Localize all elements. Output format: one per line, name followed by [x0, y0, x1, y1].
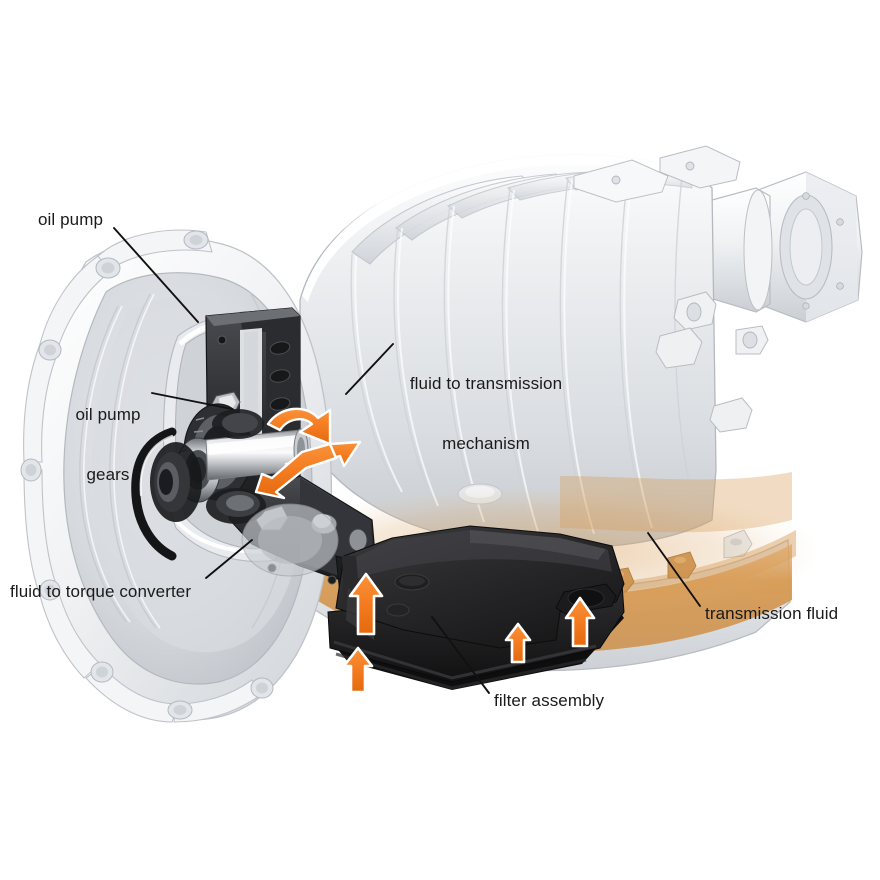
- leader-lines: [113, 227, 701, 694]
- leader-filter-assembly: [431, 616, 490, 694]
- label-fluid-mech-line2: mechanism: [442, 434, 530, 453]
- case-bosses: [573, 145, 741, 203]
- filter-intake-arrow-3: [504, 622, 532, 664]
- converter-hub: [150, 442, 202, 522]
- leader-fluid-to-transmission-mechanism: [345, 343, 394, 395]
- label-oil-pump-gears-line2: gears: [86, 465, 130, 484]
- label-fluid-to-transmission-mechanism: fluid to transmission mechanism: [398, 334, 574, 494]
- filter-intake-arrow-1: [348, 572, 384, 636]
- label-fluid-to-torque-converter: fluid to torque converter: [10, 582, 192, 601]
- leader-oil-pump-gears: [151, 392, 233, 410]
- filter-intake-arrow-4: [564, 596, 596, 648]
- label-oil-pump: oil pump: [38, 210, 104, 229]
- seal-rings-top: [212, 409, 264, 439]
- filter-assembly-body: [327, 525, 625, 690]
- filter-intake-arrow-2: [342, 646, 374, 694]
- pump-assembly: [131, 307, 377, 597]
- label-transmission-fluid: transmission fluid: [705, 604, 839, 623]
- fluid-to-converter-arrow: [254, 442, 338, 500]
- leader-oil-pump: [113, 227, 199, 323]
- tail-housing: [689, 171, 863, 323]
- seal-rings: [206, 488, 266, 524]
- transmission-case: [299, 145, 863, 549]
- oil-gallery-ports: [269, 341, 291, 411]
- leader-fluid-to-torque-converter: [205, 539, 253, 579]
- label-filter-assembly: filter assembly: [494, 691, 605, 710]
- case-side-lugs: [655, 291, 769, 433]
- leader-transmission-fluid: [647, 532, 701, 607]
- label-oil-pump-gears: oil pump gears: [62, 365, 154, 525]
- snap-ring: [131, 427, 177, 561]
- label-oil-pump-gears-line1: oil pump: [75, 405, 141, 424]
- flow-arrows: [254, 407, 596, 694]
- input-shaft: [205, 428, 309, 481]
- label-fluid-mech-line1: fluid to transmission: [409, 374, 563, 393]
